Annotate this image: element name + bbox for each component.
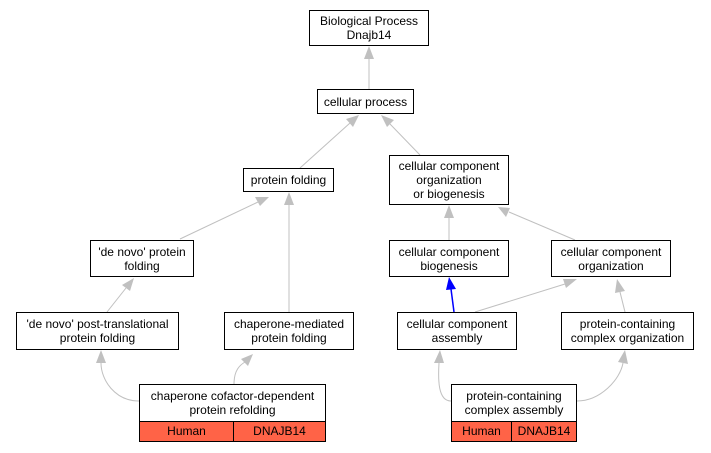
node-label-line: 'de novo' post-translational	[26, 317, 169, 331]
node-label-line: cellular component	[398, 159, 500, 173]
gene-tag-dnajb14: DNAJB14	[233, 421, 326, 442]
edge-chaperone-mediated-to-protein-folding	[284, 192, 294, 312]
node-label-line: protein-containing	[466, 389, 562, 403]
node-label-line: protein folding	[251, 331, 327, 345]
node-label-line: complex assembly	[464, 403, 564, 417]
edge-cco-to-ccob	[498, 207, 576, 241]
node-label-line: cellular component	[398, 244, 500, 259]
node-label-line: complex organization	[570, 331, 685, 345]
node-de-novo-post-translational-protein-folding[interactable]: 'de novo' post-translational protein fol…	[16, 312, 179, 350]
edge-cellular-process-to-root	[364, 46, 374, 89]
node-protein-folding[interactable]: protein folding	[243, 168, 334, 192]
node-label-line: organization	[416, 173, 482, 187]
node-label-line: organization	[578, 258, 644, 273]
edge-cca-to-cco	[474, 279, 577, 313]
node-label-line: 'de novo' protein	[98, 244, 186, 259]
edge-de-novo-folding-to-protein-folding	[179, 197, 269, 240]
edge-protein-folding-to-cellular-process	[299, 115, 359, 169]
edge-pcca-to-pcco	[576, 350, 628, 402]
node-cellular-process[interactable]: cellular process	[317, 89, 414, 114]
node-label-line: Dnajb14	[346, 28, 392, 42]
node-de-novo-protein-folding[interactable]: 'de novo' protein folding	[90, 240, 194, 277]
edge-chaperone-cofactor-to-chaperone-mediated	[233, 354, 253, 385]
node-label-line: chaperone-mediated	[233, 317, 345, 331]
node-label-line: cellular process	[323, 94, 408, 109]
edge-ccob-to-cellular-process	[381, 115, 421, 156]
node-label-line: protein folding	[59, 331, 136, 345]
node-label-line: Biological Process	[319, 14, 419, 28]
edge-pcca-to-cca	[434, 350, 452, 402]
species-tag-human: Human	[451, 421, 512, 442]
edge-cca-to-ccb[interactable]	[446, 277, 456, 313]
edge-ccb-to-ccob	[444, 205, 454, 240]
node-chaperone-cofactor-dependent-protein-refolding[interactable]: chaperone cofactor-dependent protein ref…	[139, 384, 326, 422]
node-label-line: protein-containing	[579, 317, 676, 331]
node-label-line: biogenesis	[420, 258, 478, 273]
node-label-line: cellular component	[560, 244, 662, 259]
node-label-line: assembly	[431, 331, 483, 345]
node-cellular-component-assembly[interactable]: cellular component assembly	[397, 312, 517, 350]
node-label-line: or biogenesis	[413, 187, 485, 201]
node-label-line: protein refolding	[189, 403, 276, 417]
node-cellular-component-biogenesis[interactable]: cellular component biogenesis	[389, 240, 509, 277]
node-label-line: protein folding	[250, 173, 327, 187]
node-label-line: cellular component	[406, 317, 508, 331]
gene-tag-dnajb14: DNAJB14	[511, 421, 577, 442]
edge-de-novo-post-to-de-novo-folding	[106, 278, 134, 313]
edge-pcco-to-cco	[615, 279, 626, 313]
node-chaperone-mediated-protein-folding[interactable]: chaperone-mediated protein folding	[224, 312, 354, 350]
node-label-line: folding	[124, 258, 160, 273]
node-protein-containing-complex-assembly[interactable]: protein-containing complex assembly	[451, 384, 577, 422]
node-cellular-component-organization-or-biogenesis[interactable]: cellular component organization or bioge…	[389, 155, 509, 205]
node-protein-containing-complex-organization[interactable]: protein-containing complex organization	[561, 312, 694, 350]
node-label-line: chaperone cofactor-dependent	[150, 389, 315, 403]
edge-chaperone-cofactor-to-de-novo-post	[96, 350, 140, 402]
node-cellular-component-organization[interactable]: cellular component organization	[551, 240, 671, 277]
node-biological-process-root[interactable]: Biological Process Dnajb14	[309, 10, 429, 46]
species-tag-human: Human	[139, 421, 234, 442]
